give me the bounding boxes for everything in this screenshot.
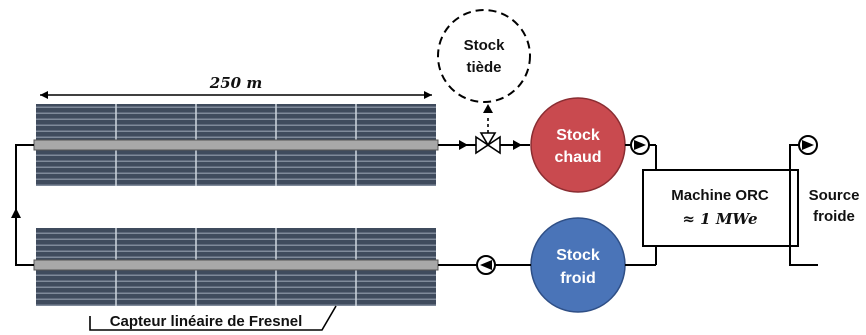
source-line2: froide: [813, 208, 855, 225]
hot-line: [438, 140, 530, 150]
pump-source-icon: [798, 135, 818, 155]
stock-tiede-line2: tiède: [466, 59, 501, 76]
fresnel-collector-bottom: [33, 228, 439, 306]
stock-tiede: Stock tiède: [437, 9, 531, 103]
dimension-label: 250 m: [209, 74, 262, 92]
pump-hot-icon: [630, 135, 650, 155]
return-pipe-left: [11, 144, 34, 266]
source-line1: Source: [809, 187, 860, 204]
stock-froid: Stock froid: [530, 217, 626, 313]
collector-caption: Capteur linéaire de Fresnel: [89, 305, 337, 331]
fresnel-collector-top: [33, 104, 439, 186]
pump-cold-icon: [476, 255, 496, 275]
stock-chaud-line2: chaud: [554, 149, 601, 166]
stock-froid-line1: Stock: [556, 247, 600, 264]
stock-froid-line2: froid: [560, 270, 596, 287]
stock-tiede-line1: Stock: [464, 37, 506, 54]
orc-line1: Machine ORC: [671, 187, 769, 204]
stock-chaud-line1: Stock: [556, 127, 600, 144]
collector-caption-text: Capteur linéaire de Fresnel: [110, 313, 303, 330]
absorber-tube-bottom: [33, 259, 439, 271]
absorber-tube-top: [33, 139, 439, 151]
three-way-valve: [475, 104, 501, 155]
dimension-line: 250 m: [40, 74, 432, 99]
orc-machine: Machine ORC ≈ 1 MWe: [642, 169, 799, 247]
orc-line2: ≈ 1 MWe: [682, 210, 757, 228]
stock-chaud: Stock chaud: [530, 97, 626, 193]
